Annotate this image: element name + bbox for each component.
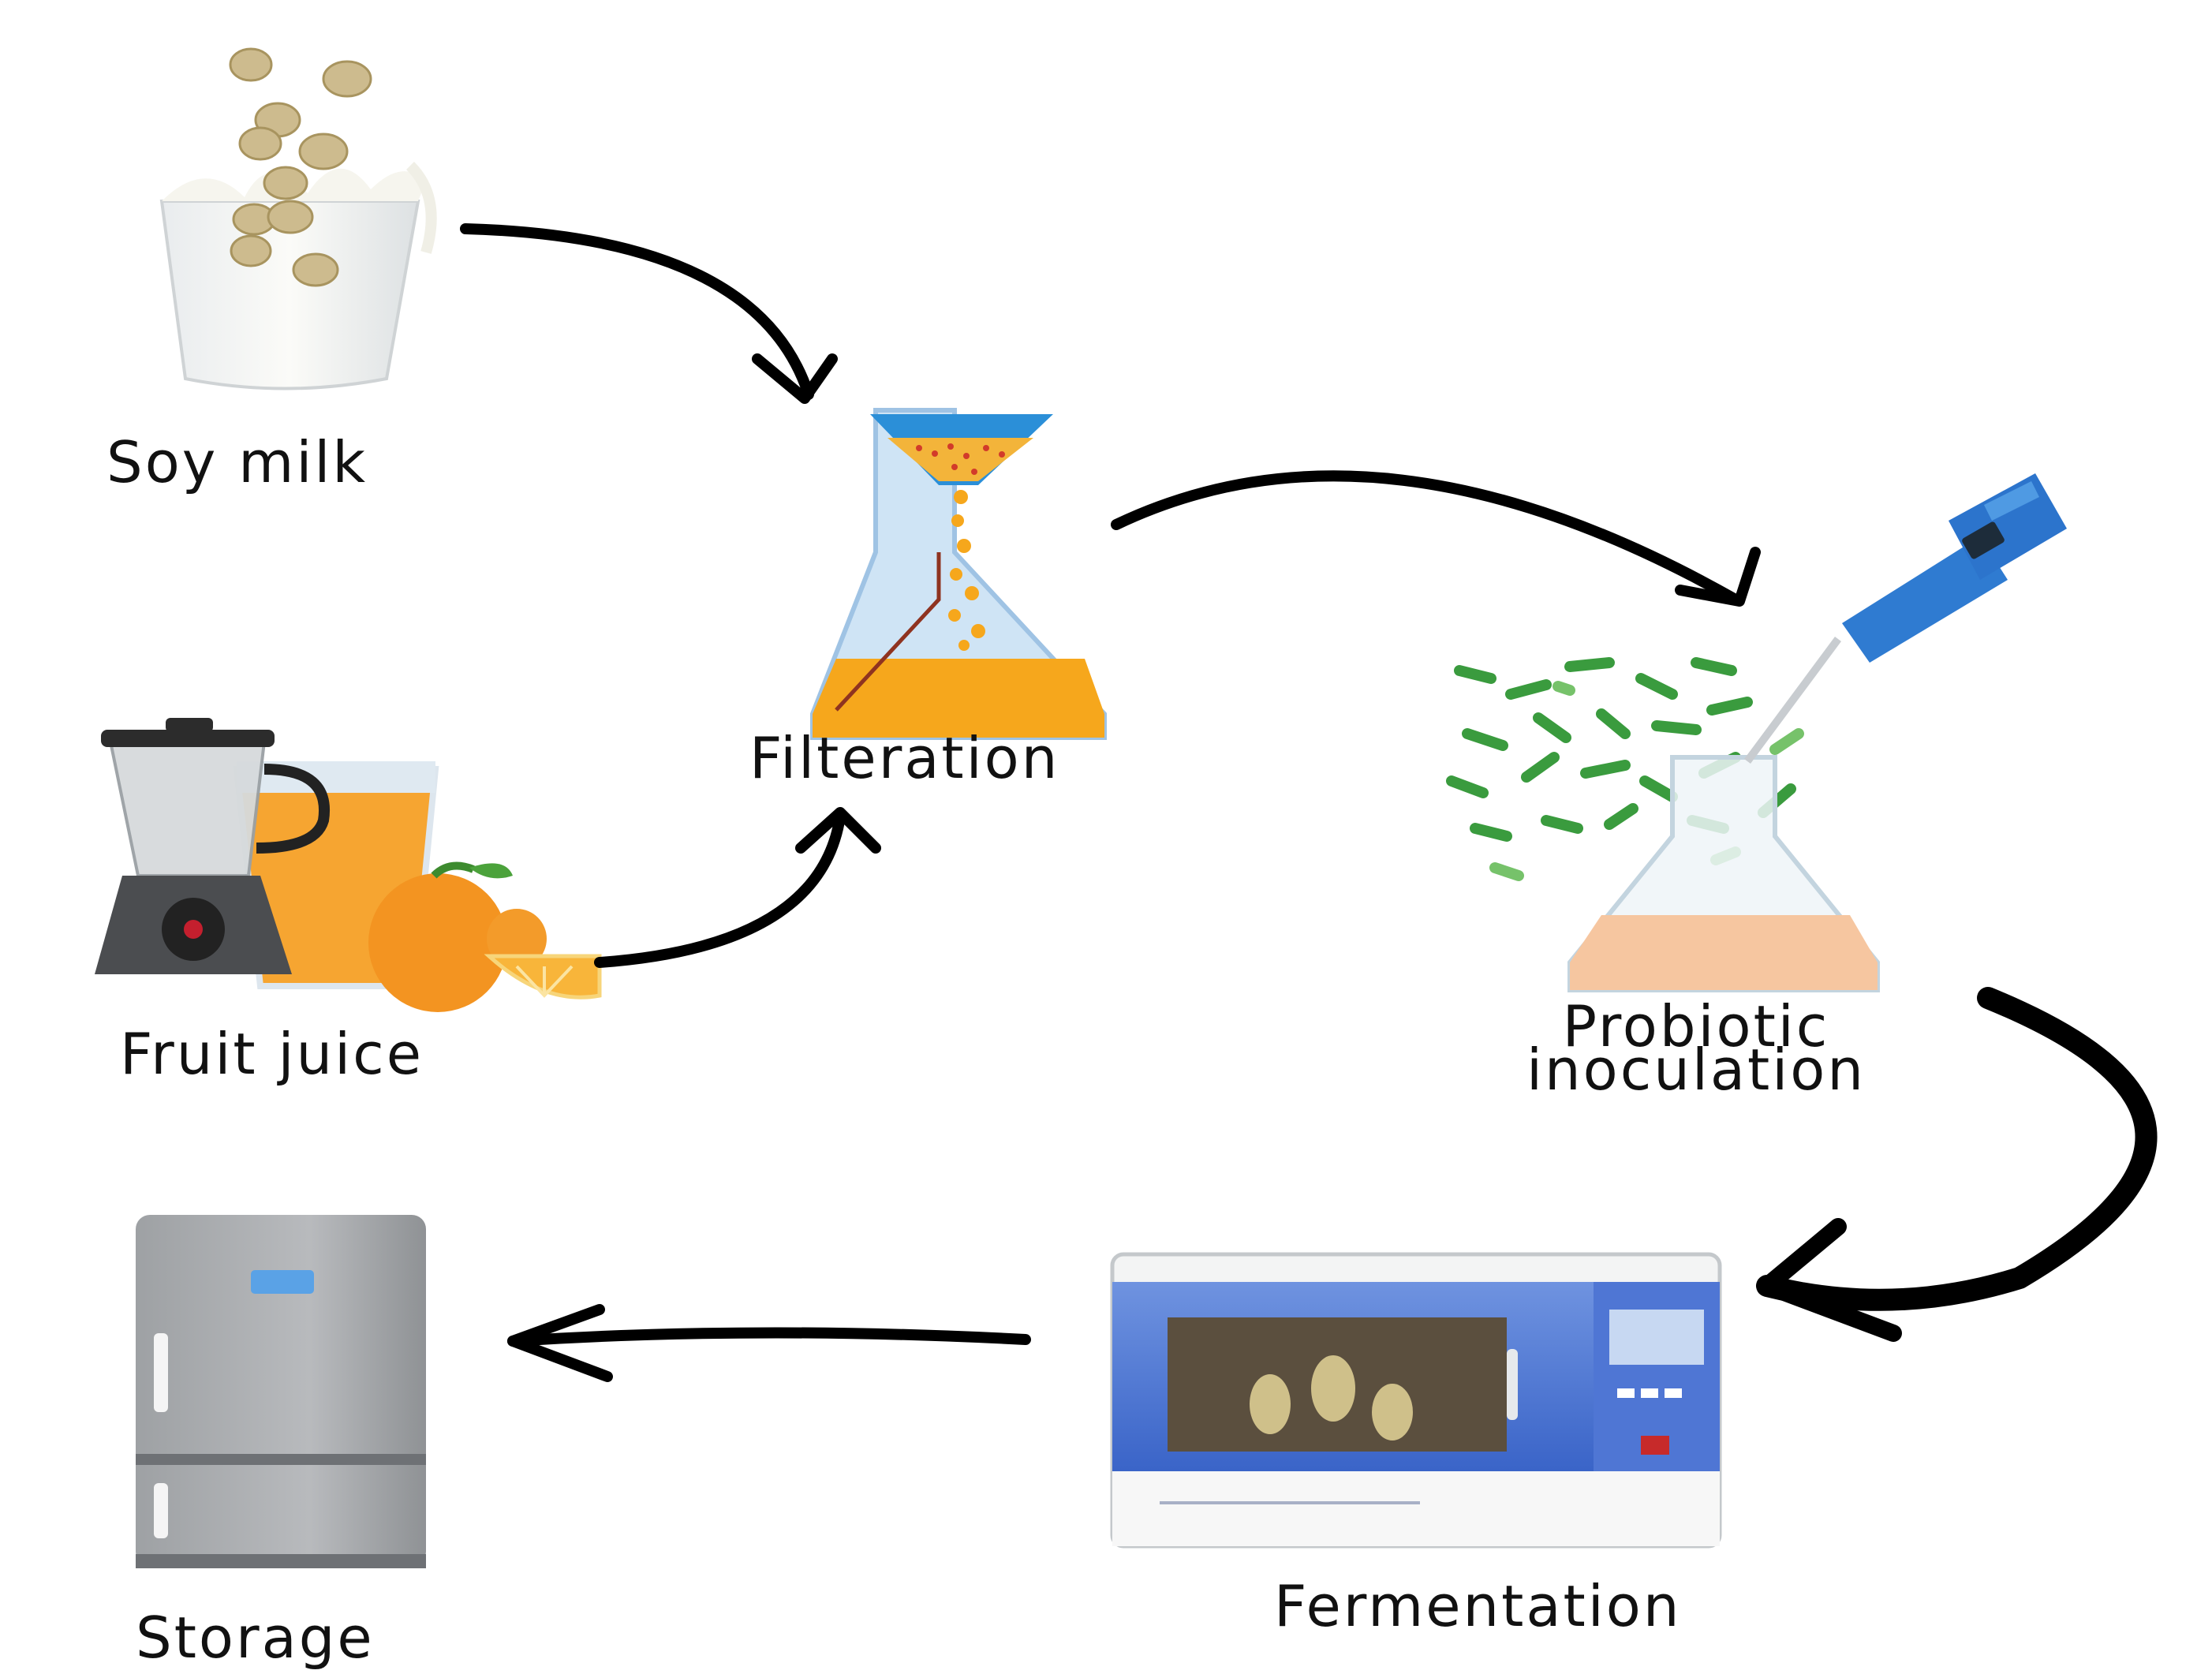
arrow-filtration-to-inoculation [1111, 470, 1741, 605]
storage-fridge-illustration [136, 1215, 426, 1568]
arrow-inoculation-to-fermentation [1756, 987, 2158, 1311]
soy-milk-illustration [159, 47, 437, 390]
arrowhead-soymilk-to-filtration [752, 353, 838, 404]
arrow-fermentation-to-storage [507, 1327, 1031, 1347]
arrowhead-filtration-to-inoculation [1675, 547, 1761, 607]
fruit-juice-illustration [95, 718, 602, 1012]
fermentation-incubator-illustration [1110, 1252, 1722, 1549]
fruit-juice-label: Fruit juice [120, 1021, 424, 1087]
probiotic-label-line1: Probiotic [1562, 993, 1830, 1059]
fermentation-label: Fermentation [1274, 1573, 1682, 1639]
arrowhead-juice-to-filtration [795, 807, 881, 854]
probiotic-label-line2: inoculation [1526, 1037, 1866, 1103]
arrowhead-inoculation-to-fermentation [1758, 1218, 1902, 1342]
storage-label: Storage [136, 1605, 375, 1671]
filtration-flask-illustration [810, 408, 1107, 740]
filtration-label: Filteration [749, 725, 1060, 791]
probiotic-inoculation-illustration [1446, 473, 2067, 992]
soy-milk-label: Soy milk [106, 429, 368, 495]
arrowhead-fermentation-to-storage [507, 1304, 613, 1382]
arrow-juice-to-filtration [594, 811, 846, 968]
arrow-soymilk-to-filtration [460, 223, 814, 400]
